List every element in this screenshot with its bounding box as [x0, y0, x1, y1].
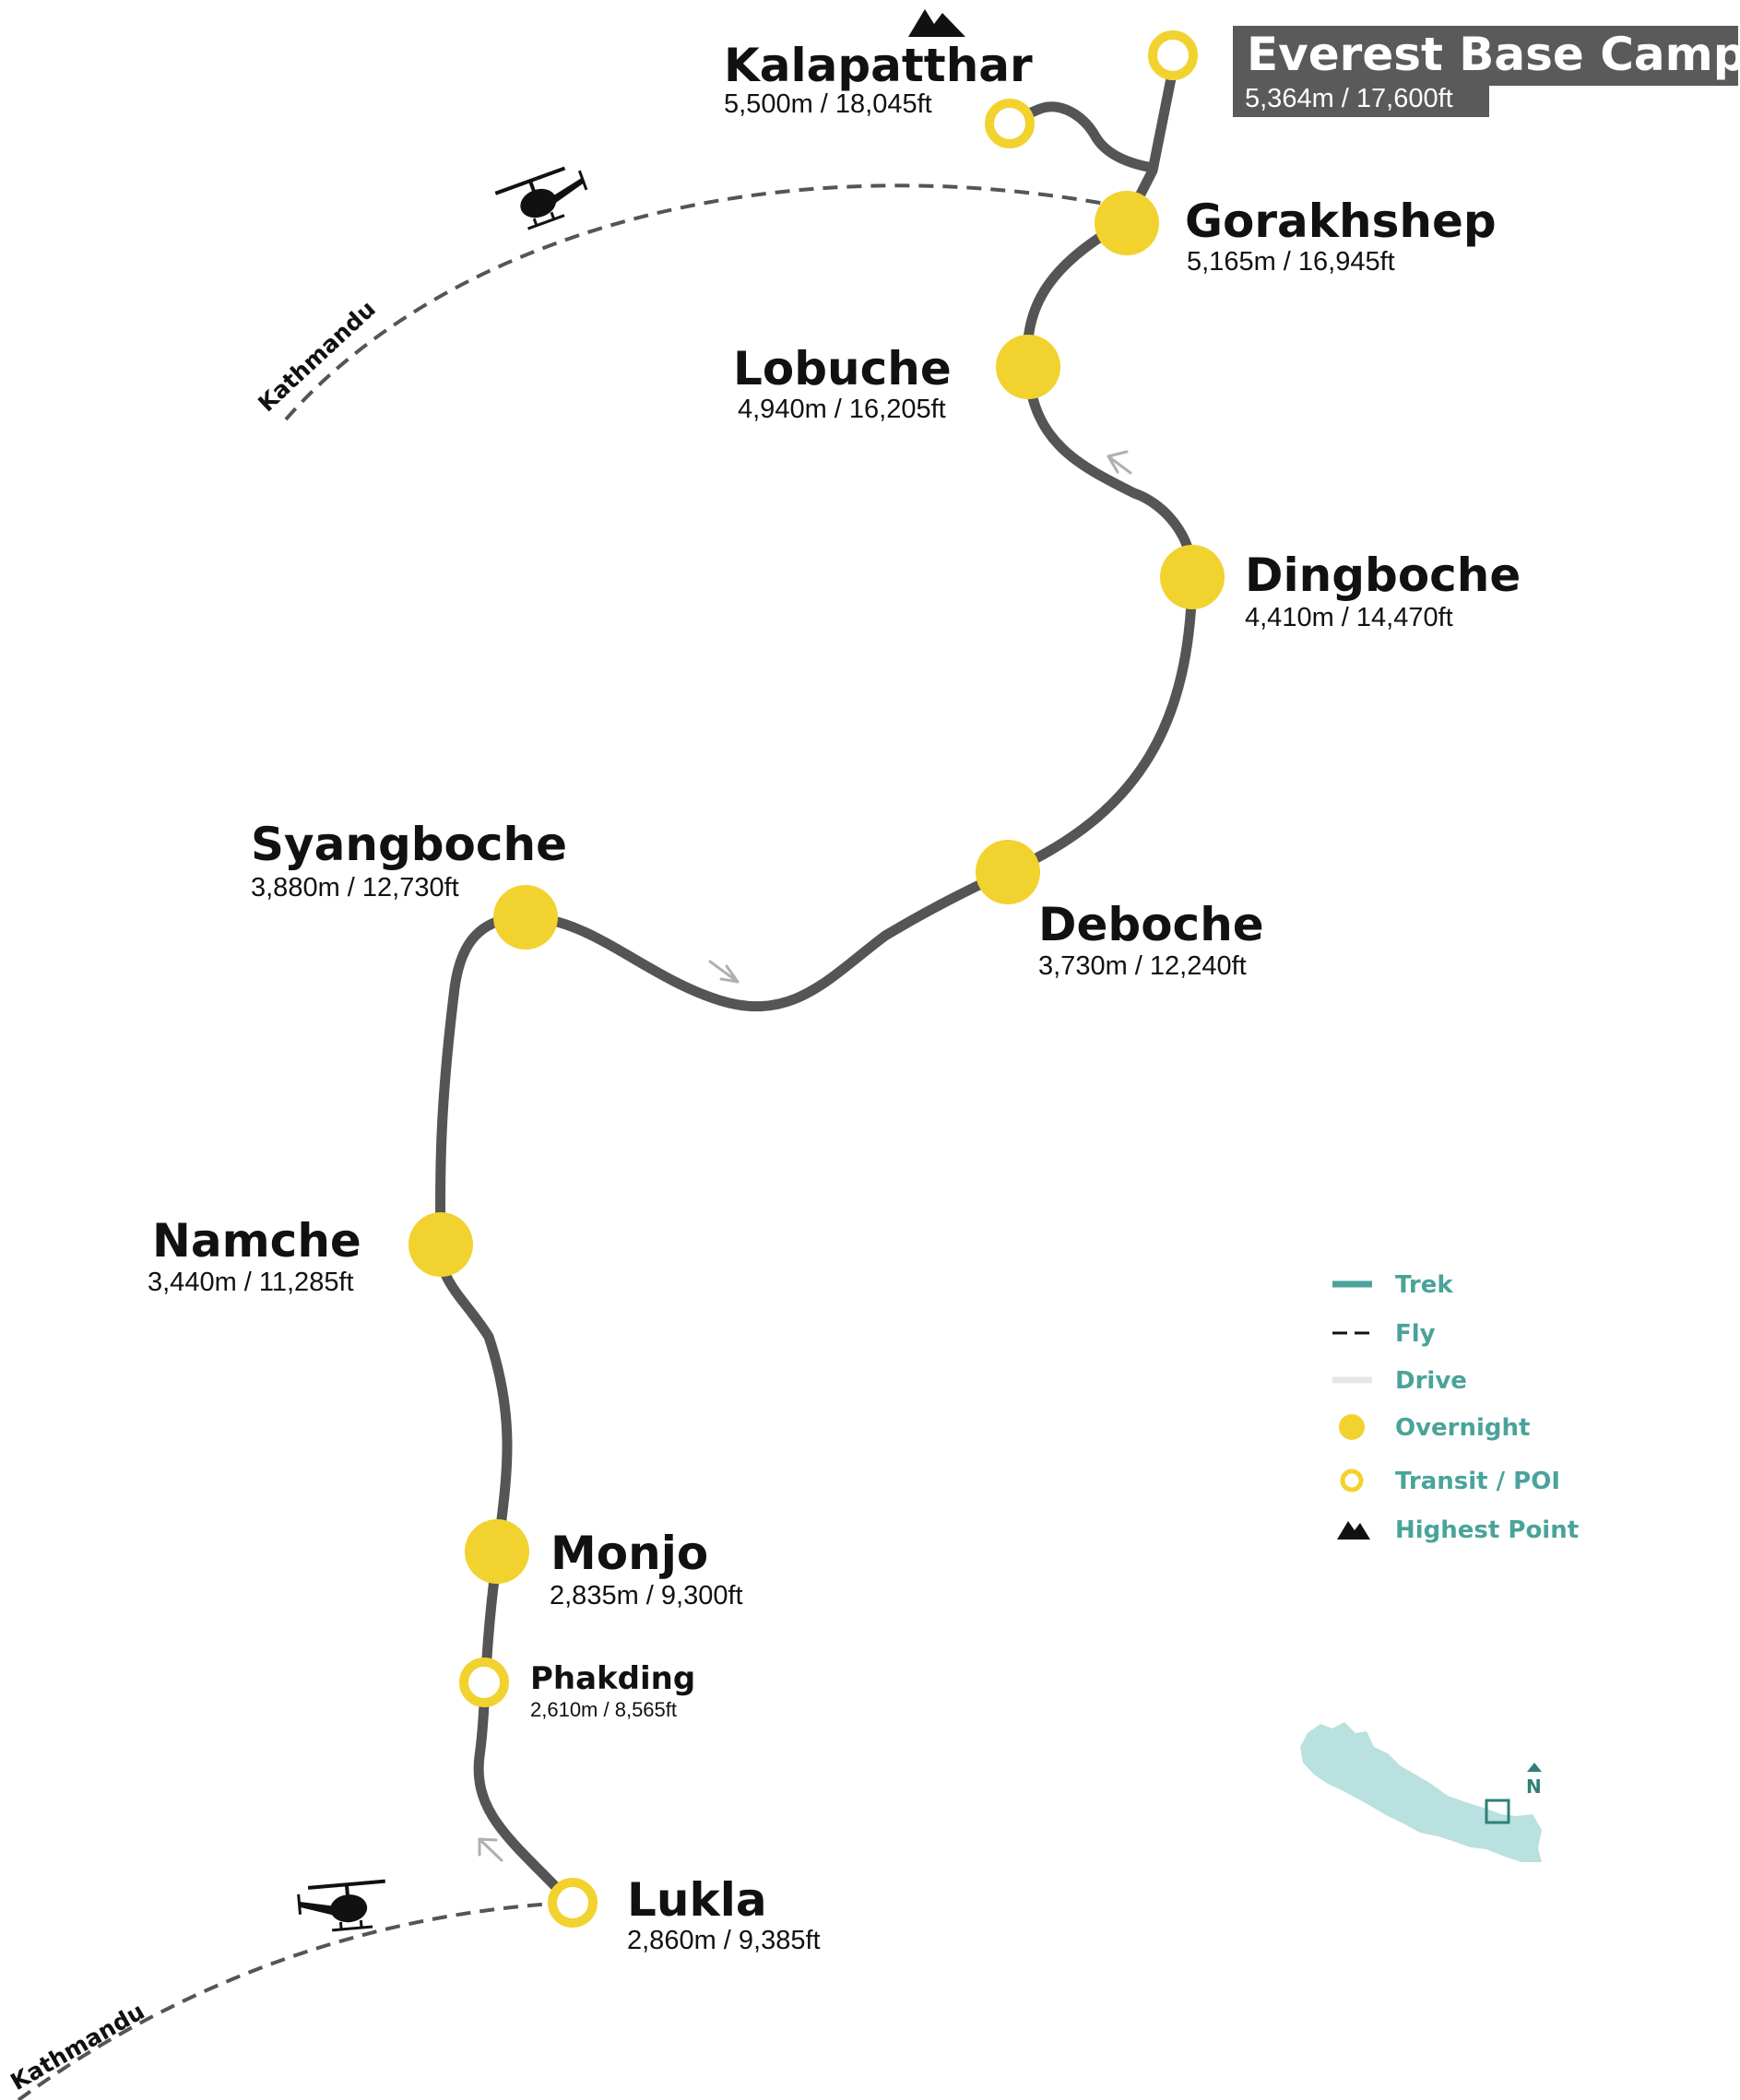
lobuche-name: Lobuche	[733, 342, 952, 395]
node-dingboche[interactable]	[1160, 545, 1225, 609]
legend-overnight-label: Overnight	[1395, 1414, 1530, 1442]
direction-arrow	[478, 1837, 503, 1862]
monjo-name: Monjo	[550, 1527, 708, 1580]
node-gorakhshep[interactable]	[1095, 191, 1159, 255]
node-deboche[interactable]	[976, 840, 1040, 904]
gorakhshep-elev: 5,165m / 16,945ft	[1187, 247, 1395, 277]
phakding-elev: 2,610m / 8,565ft	[530, 1698, 677, 1721]
legend-transit-label: Transit / POI	[1395, 1468, 1560, 1495]
mountain-icon	[1337, 1521, 1370, 1540]
node-kalapatthar[interactable]	[985, 99, 1035, 148]
deboche-name: Deboche	[1038, 898, 1264, 951]
nepal-shape	[1300, 1722, 1542, 1862]
legend-trek-label: Trek	[1395, 1271, 1453, 1299]
legend-fly-label: Fly	[1395, 1320, 1436, 1348]
phakding-name: Phakding	[530, 1660, 695, 1697]
north-arrow-icon	[1527, 1763, 1542, 1772]
namche-elev: 3,440m / 11,285ft	[148, 1268, 354, 1297]
north-label: N	[1526, 1776, 1542, 1798]
legend-highest-label: Highest Point	[1395, 1516, 1579, 1544]
mountain-icon	[908, 9, 965, 37]
node-namche[interactable]	[408, 1212, 473, 1277]
direction-arrow	[708, 960, 740, 984]
lukla-name: Lukla	[627, 1873, 767, 1927]
ebc-name: Everest Base Camp	[1247, 28, 1740, 81]
syangboche-elev: 3,880m / 12,730ft	[251, 873, 459, 903]
node-monjo[interactable]	[465, 1519, 529, 1584]
monjo-elev: 2,835m / 9,300ft	[550, 1581, 743, 1610]
lobuche-elev: 4,940m / 16,205ft	[738, 395, 946, 424]
kalapatthar-elev: 5,500m / 18,045ft	[724, 89, 932, 119]
deboche-elev: 3,730m / 12,240ft	[1038, 951, 1247, 981]
legend-overnight-swatch	[1339, 1414, 1365, 1440]
node-lukla[interactable]	[548, 1878, 598, 1928]
flight-path-top	[284, 183, 1126, 421]
legend: Trek Fly Drive Overnight Transit / POI H…	[1332, 1271, 1579, 1544]
dingboche-elev: 4,410m / 14,470ft	[1245, 603, 1453, 632]
namche-name: Namche	[152, 1214, 361, 1268]
flight-label-top: Kathmandu	[253, 295, 381, 417]
helicopter-icon	[297, 1879, 385, 1932]
helicopter-icon	[494, 166, 588, 230]
nepal-inset-map: N	[1300, 1722, 1542, 1862]
lukla-elev: 2,860m / 9,385ft	[627, 1926, 821, 1955]
flight-path-bottom	[17, 1902, 554, 2100]
flight-label-bottom: Kathmandu	[6, 1998, 149, 2095]
kalapatthar-name: Kalapatthar	[724, 39, 1033, 92]
ebc-elev: 5,364m / 17,600ft	[1245, 84, 1453, 113]
gorakhshep-name: Gorakhshep	[1185, 195, 1497, 248]
region-marker	[1485, 1799, 1510, 1824]
direction-arrow	[1107, 450, 1132, 475]
legend-drive-label: Drive	[1395, 1367, 1467, 1395]
syangboche-name: Syangboche	[251, 818, 567, 871]
ebc-label-box	[1233, 26, 1738, 86]
ebc-elev-box	[1233, 78, 1489, 117]
trek-route-kalapatthar-spur	[1009, 101, 1158, 173]
node-phakding[interactable]	[459, 1658, 509, 1707]
node-lobuche[interactable]	[996, 335, 1060, 399]
node-ebc[interactable]	[1148, 30, 1198, 80]
dingboche-name: Dingboche	[1245, 549, 1521, 602]
legend-transit-swatch	[1340, 1469, 1364, 1492]
node-syangboche[interactable]	[493, 885, 558, 950]
